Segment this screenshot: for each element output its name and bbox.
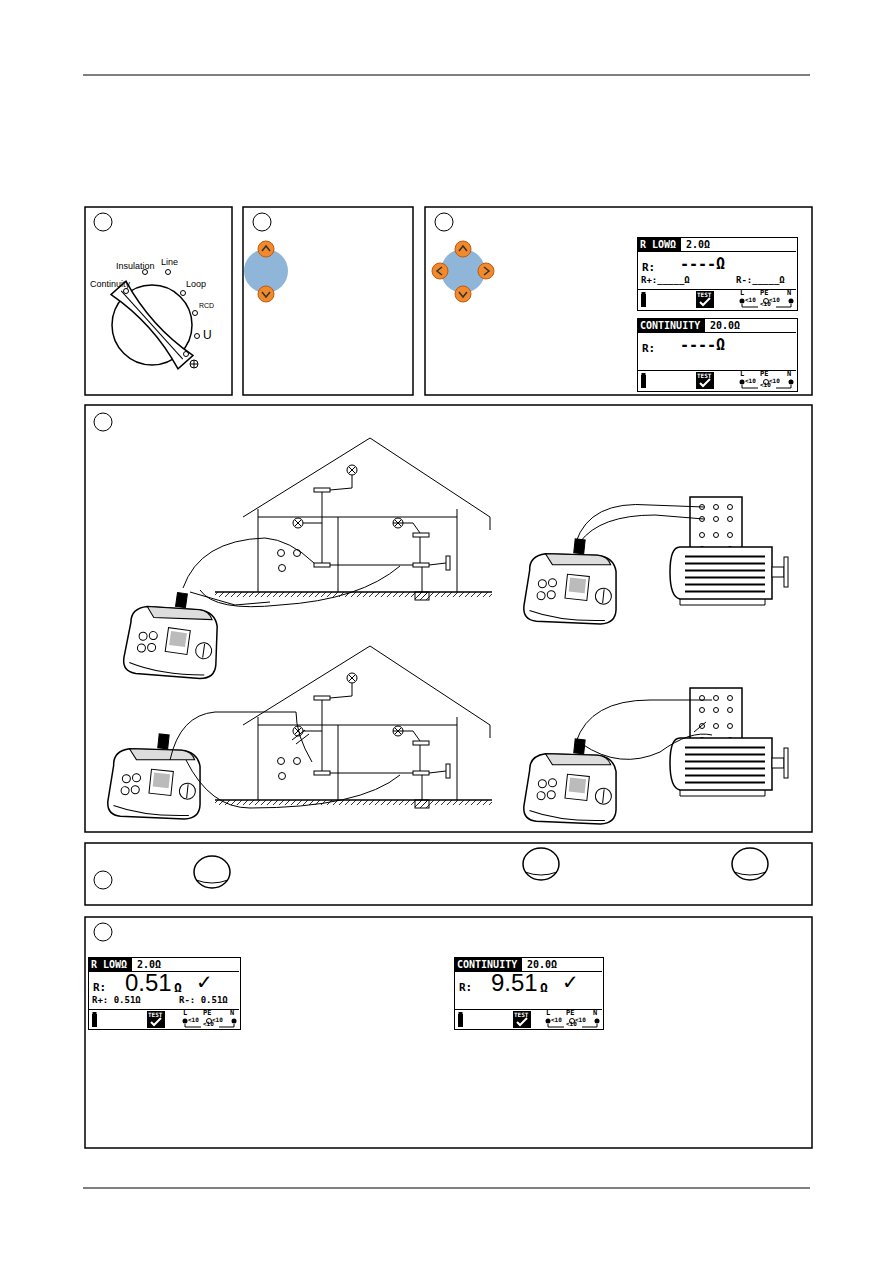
terminal-dot <box>789 299 794 304</box>
screen-text: N <box>787 290 791 297</box>
screen-text: TEST <box>514 1012 528 1018</box>
screen-text: 9.51 <box>491 971 538 995</box>
screen-text: <10 <box>760 301 771 307</box>
screen-text: <10 <box>745 297 756 303</box>
screen-text: Ω <box>174 981 182 994</box>
screen-text: <10 <box>745 378 756 384</box>
battery-tip <box>642 373 646 375</box>
screen-text: TEST <box>148 1012 162 1018</box>
screen-text: L <box>183 1010 187 1017</box>
screen-text: N <box>593 1010 597 1017</box>
terminal-dot <box>232 1019 237 1024</box>
instrument-screen: R LOWΩ 2.0Ω R: ----Ω R+:_____Ω R-:_____Ω TEST L… <box>637 237 798 311</box>
terminal-dot <box>740 299 745 304</box>
screen-text: R+:_____Ω <box>641 276 690 285</box>
screen-text: N <box>787 371 791 378</box>
screen-text: ✓ <box>196 972 213 992</box>
screen-text: L <box>740 290 744 297</box>
battery-icon <box>458 1014 463 1027</box>
header-rule <box>638 332 796 333</box>
header-bar <box>89 958 132 971</box>
screen-text: 20.0Ω <box>527 960 557 970</box>
screen-text: ----Ω <box>680 338 725 353</box>
screen-text: 2.0Ω <box>686 240 710 250</box>
test-icon <box>513 1011 531 1028</box>
screen-text: PE <box>760 290 768 297</box>
status-rule <box>638 289 796 290</box>
instrument-screen: CONTINUITY20.0ΩR:9.51Ω✓TESTLPEN<10<10<10 <box>454 957 604 1030</box>
screen-text: <10 <box>188 1017 199 1023</box>
screen-text: PE <box>566 1010 574 1017</box>
dial-label: RCD <box>199 302 214 309</box>
terminal-dot <box>183 1019 188 1024</box>
screen-text: <10 <box>203 1021 214 1027</box>
battery-tip <box>459 1012 463 1014</box>
screen-text: R: <box>642 262 655 273</box>
screen-text: <10 <box>551 1017 562 1023</box>
header-bar <box>638 238 681 251</box>
dial-label: Insulation <box>116 262 155 271</box>
battery-icon <box>641 294 646 307</box>
screen-text: R+: 0.51Ω <box>92 996 141 1005</box>
terminal-dot <box>789 380 794 385</box>
test-check <box>517 1018 527 1025</box>
terminal-dot <box>740 380 745 385</box>
screen-text: R: <box>93 982 106 993</box>
dial-label: U <box>203 329 212 341</box>
screen-text: <10 <box>760 382 771 388</box>
screen-text: 20.0Ω <box>710 321 740 331</box>
screen-text: R-:_____Ω <box>736 276 785 285</box>
screen-text: CONTINUITY <box>640 321 700 331</box>
screen-text: R: <box>642 343 655 354</box>
battery-icon <box>641 375 646 388</box>
test-check <box>700 298 710 305</box>
header-bar <box>455 958 522 971</box>
screen-text: ----Ω <box>680 257 725 272</box>
screen-text: R LOWΩ <box>91 960 127 970</box>
test-icon <box>147 1011 165 1028</box>
screen-text: <10 <box>566 1021 577 1027</box>
dial-label: Loop <box>186 280 206 289</box>
status-rule <box>638 370 796 371</box>
screen-text: R LOWΩ <box>640 240 676 250</box>
test-icon <box>696 291 714 308</box>
screen-text: L <box>546 1010 550 1017</box>
screen-text: 0.51 <box>125 971 172 995</box>
battery-tip <box>642 292 646 294</box>
terminal-dot <box>595 1019 600 1024</box>
screen-text: R: <box>459 982 472 993</box>
screen-text: TEST <box>697 292 711 298</box>
status-rule <box>455 1009 602 1010</box>
terminal-dot <box>546 1019 551 1024</box>
header-rule <box>638 251 796 252</box>
dial-label: Continuity <box>90 280 130 289</box>
screen-text: N <box>230 1010 234 1017</box>
screen-text: Ω <box>540 981 548 994</box>
header-bar <box>638 319 705 332</box>
instrument-screen: R LOWΩ 2.0Ω R: 0.51Ω ✓ R+: 0.51Ω R-: 0.51Ω TEST… <box>88 957 241 1030</box>
battery-tip <box>93 1012 97 1014</box>
battery-icon <box>92 1014 97 1027</box>
dial-label: Line <box>161 258 178 267</box>
screen-text: CONTINUITY <box>457 960 517 970</box>
screen-text: PE <box>203 1010 211 1017</box>
screen-text: PE <box>760 371 768 378</box>
screen-text: ✓ <box>562 972 579 992</box>
test-check <box>700 379 710 386</box>
screen-text: L <box>740 371 744 378</box>
test-icon <box>696 372 714 389</box>
screen-text: 2.0Ω <box>137 960 161 970</box>
test-check <box>151 1018 161 1025</box>
screen-text: TEST <box>697 373 711 379</box>
instrument-screen: CONTINUITY20.0ΩR:----ΩTESTLPEN<10<10<10 <box>637 318 798 392</box>
status-rule <box>89 1009 239 1010</box>
screen-text: R-: 0.51Ω <box>179 996 228 1005</box>
